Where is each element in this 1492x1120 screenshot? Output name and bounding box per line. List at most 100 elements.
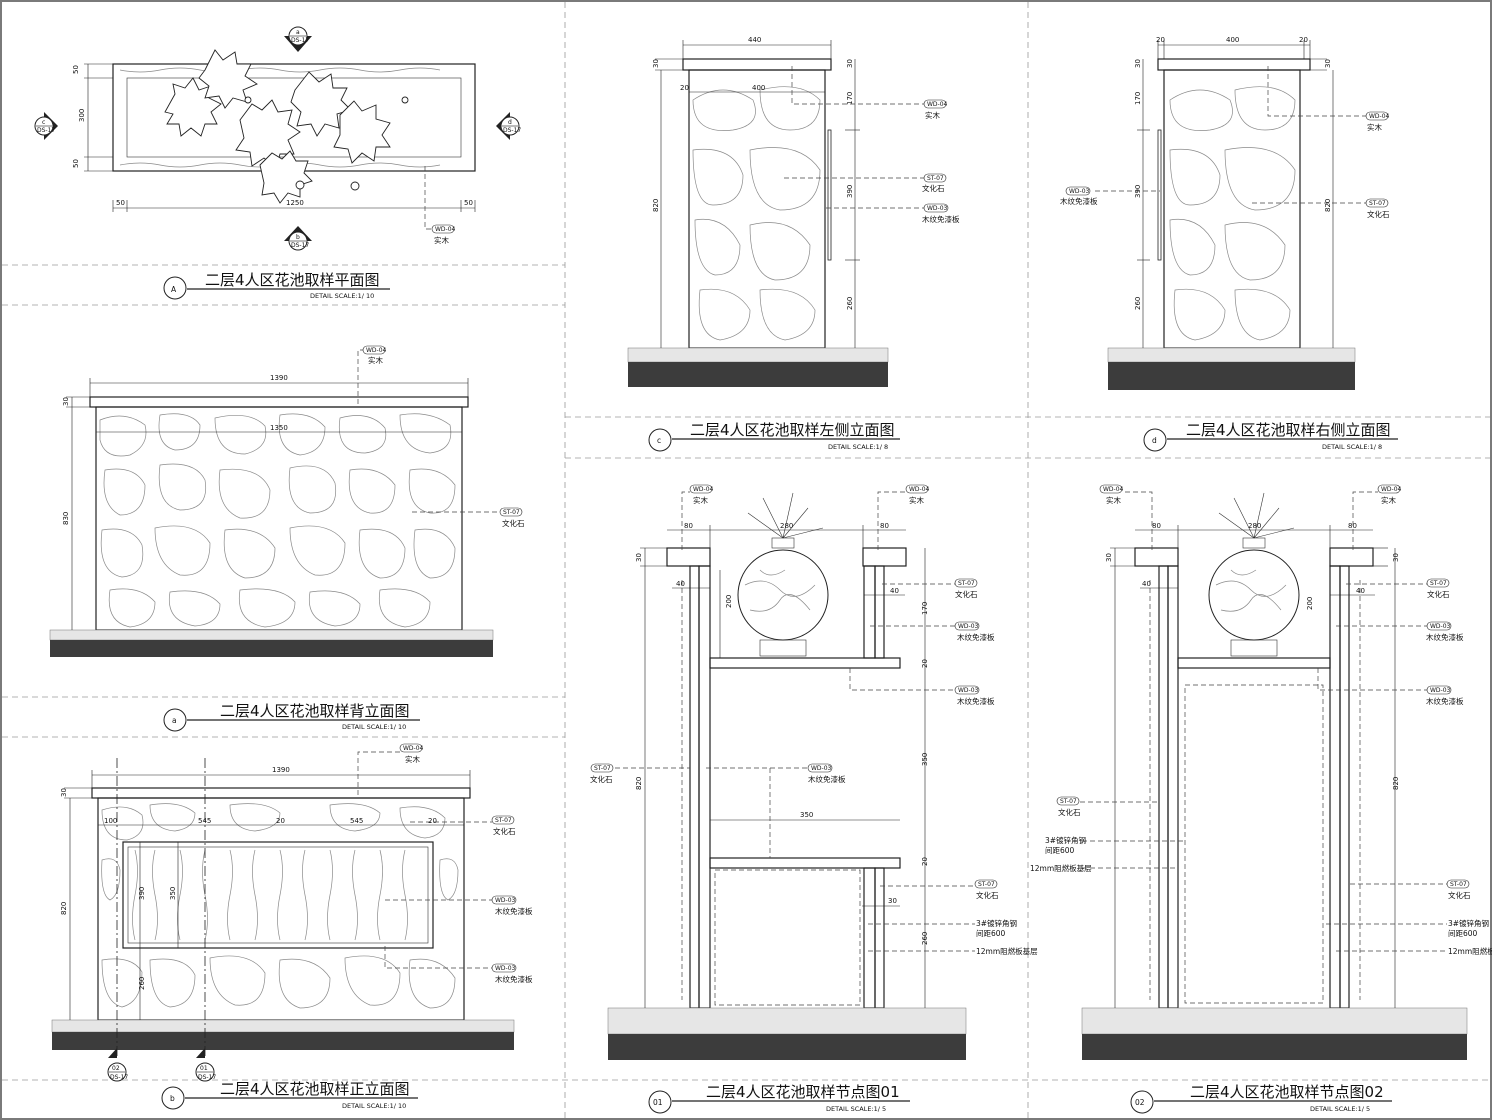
svg-text:30: 30 xyxy=(1324,59,1332,68)
tag-st07: ST-07 文化石 xyxy=(491,815,516,836)
svg-text:d: d xyxy=(508,119,512,126)
node-detail-02: 80 280 80 30 30 40 200 40 820 WD-04 实木 W… xyxy=(1030,484,1492,1114)
svg-text:木纹免漆板: 木纹免漆板 xyxy=(922,214,960,224)
svg-text:545: 545 xyxy=(198,817,211,825)
svg-text:ST-07: ST-07 xyxy=(503,509,520,516)
back-title: 二层4人区花池取样背立面图 xyxy=(220,702,410,720)
tag-st07: ST-07 文化石 xyxy=(1426,578,1450,599)
svg-text:02: 02 xyxy=(112,1065,120,1072)
svg-text:木纹免漆板: 木纹免漆板 xyxy=(495,974,533,984)
svg-text:30: 30 xyxy=(1134,59,1142,68)
view-marker-d xyxy=(1143,428,1167,452)
svg-text:ST-07: ST-07 xyxy=(927,175,944,182)
tag-st07: ST-07 文化石 xyxy=(974,879,999,900)
svg-text:WD-03: WD-03 xyxy=(958,687,979,694)
note-spacing: 间距600 xyxy=(976,929,1006,938)
svg-text:01: 01 xyxy=(653,1098,663,1107)
svg-text:实木: 实木 xyxy=(909,495,924,505)
tag-wd03: WD-03 木纹免漆板 xyxy=(1426,621,1464,642)
svg-text:实木: 实木 xyxy=(1381,495,1397,505)
svg-text:80: 80 xyxy=(1348,522,1357,530)
svg-text:350: 350 xyxy=(169,887,177,900)
svg-text:WD-04: WD-04 xyxy=(1103,486,1124,493)
cut-marker-01[interactable]: 01 DS-17 xyxy=(195,1048,216,1082)
tag-wd04: WD-04 实木 xyxy=(1099,484,1124,505)
left-elevation-c: 440 400 20 820 30 30 170 390 260 WD-04 实… xyxy=(627,36,960,452)
svg-text:1390: 1390 xyxy=(272,766,290,774)
svg-text:820: 820 xyxy=(60,902,68,915)
svg-text:400: 400 xyxy=(752,84,765,92)
tag-wd03: WD-03 木纹免漆板 xyxy=(491,895,533,916)
right-title: 二层4人区花池取样右侧立面图 xyxy=(1186,421,1391,439)
back-elevation-a: 1390 1350 830 30 WD-04 实木 ST-07 文化石 a 二层… xyxy=(49,345,525,732)
svg-text:木纹免漆板: 木纹免漆板 xyxy=(495,906,533,916)
svg-text:实木: 实木 xyxy=(405,754,420,764)
svg-text:DS-17: DS-17 xyxy=(110,1074,128,1081)
svg-text:WD-04: WD-04 xyxy=(927,101,948,108)
leaf-plants-icon xyxy=(164,49,409,204)
svg-text:80: 80 xyxy=(880,522,889,530)
tag-wd03: WD-03 木纹免漆板 xyxy=(1426,685,1464,706)
section-marker-b[interactable]: b DS-17 xyxy=(284,226,312,251)
cut-marker-02[interactable]: 02 DS-17 xyxy=(107,1048,128,1082)
svg-text:WD-04: WD-04 xyxy=(693,486,714,493)
svg-text:WD-04: WD-04 xyxy=(909,486,930,493)
tag-st07: ST-07 文化石 xyxy=(1056,796,1081,817)
section-marker-c[interactable]: c DS-17 xyxy=(34,112,58,140)
svg-text:DS-17: DS-17 xyxy=(291,37,309,44)
tag-wd04: WD-04 实木 xyxy=(689,484,714,505)
svg-text:20: 20 xyxy=(921,659,929,668)
svg-text:40: 40 xyxy=(676,580,685,588)
tag-wd04: WD-04 实木 xyxy=(431,224,456,245)
tag-wd04: WD-04 实木 xyxy=(1365,111,1390,132)
svg-text:木纹免漆板: 木纹免漆板 xyxy=(808,774,846,784)
svg-text:20: 20 xyxy=(1299,36,1308,44)
wood-cap xyxy=(91,787,471,799)
section-marker-a[interactable]: a DS-17 xyxy=(284,26,312,52)
section-marker-d[interactable]: d DS-17 xyxy=(496,112,521,140)
svg-text:200: 200 xyxy=(725,595,733,608)
svg-text:350: 350 xyxy=(921,753,929,766)
svg-text:20: 20 xyxy=(276,817,285,825)
svg-text:WD-03: WD-03 xyxy=(927,205,948,212)
svg-text:545: 545 xyxy=(350,817,363,825)
dim-top: 50 xyxy=(72,65,80,74)
svg-text:ST-07: ST-07 xyxy=(495,817,512,824)
svg-text:b: b xyxy=(170,1094,175,1103)
svg-text:100: 100 xyxy=(104,817,117,825)
svg-text:文化石: 文化石 xyxy=(922,183,945,193)
svg-text:01: 01 xyxy=(200,1065,208,1072)
dim-830: 830 xyxy=(62,512,70,525)
stone-wall xyxy=(95,406,463,631)
svg-text:实木: 实木 xyxy=(1106,495,1122,505)
note-board: 12mm阻燃板基层 xyxy=(976,946,1038,956)
svg-text:30: 30 xyxy=(635,553,643,562)
dim-mid: 300 xyxy=(78,109,86,122)
svg-text:WD-04: WD-04 xyxy=(1381,486,1402,493)
tag-st07: ST-07 文化石 xyxy=(499,507,525,528)
svg-text:DS-17: DS-17 xyxy=(503,127,521,134)
view-marker-a xyxy=(163,708,187,732)
tag-wd04: WD-04 实木 xyxy=(905,484,930,505)
svg-text:DS-17: DS-17 xyxy=(37,127,55,134)
svg-text:390: 390 xyxy=(846,185,854,198)
svg-text:文化石: 文化石 xyxy=(955,589,978,599)
svg-text:170: 170 xyxy=(1134,92,1142,105)
svg-text:02: 02 xyxy=(1135,1098,1145,1107)
svg-text:ST-07: ST-07 xyxy=(1430,580,1447,587)
svg-text:a: a xyxy=(296,29,300,36)
svg-text:WD-03: WD-03 xyxy=(1430,623,1451,630)
svg-text:c: c xyxy=(657,436,661,445)
svg-text:40: 40 xyxy=(1356,587,1365,595)
svg-text:b: b xyxy=(296,234,300,241)
svg-text:ST-07: ST-07 xyxy=(1060,798,1077,805)
svg-text:170: 170 xyxy=(921,602,929,615)
svg-text:260: 260 xyxy=(846,297,854,310)
svg-text:实木: 实木 xyxy=(368,355,383,365)
tag-st07: ST-07 文化石 xyxy=(1365,198,1390,219)
plan-view-A: 50 300 50 50 1250 50 a DS-17 b DS-17 c D… xyxy=(34,26,521,300)
svg-text:400: 400 xyxy=(1226,36,1239,44)
tag-wd03: WD-03 木纹免漆板 xyxy=(954,685,995,706)
